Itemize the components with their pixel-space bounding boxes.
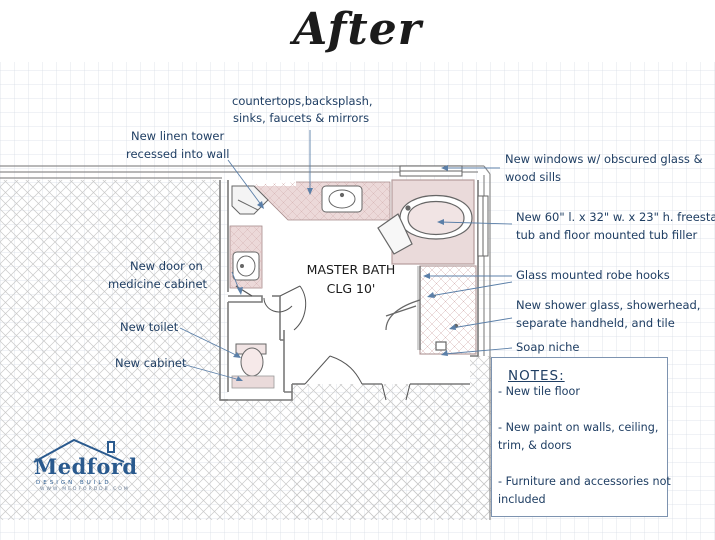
callout-countertops-2: sinks, faucets & mirrors bbox=[233, 111, 370, 125]
page-title: After bbox=[293, 4, 422, 55]
callout-linen-1: New linen tower bbox=[131, 129, 225, 143]
room-ceiling: CLG 10' bbox=[326, 281, 376, 296]
callout-soap-niche: Soap niche bbox=[516, 340, 580, 354]
note-item: - Furniture and accessories not bbox=[498, 475, 671, 488]
logo-house-icon bbox=[33, 438, 125, 463]
callout-tub-2: tub and floor mounted tub filler bbox=[516, 228, 698, 242]
sink-top bbox=[321, 185, 363, 213]
room-name: MASTER BATH bbox=[306, 262, 396, 277]
linen-tower bbox=[231, 185, 269, 215]
callout-door-1: New door on bbox=[130, 259, 203, 273]
callout-countertops-1: countertops,backsplash, bbox=[232, 94, 373, 108]
note-item: trim, & doors bbox=[498, 439, 572, 452]
leader-arrows bbox=[233, 165, 456, 381]
notes-box: NOTES: - New tile floor - New paint on w… bbox=[491, 357, 671, 517]
callout-robe-hooks: Glass mounted robe hooks bbox=[516, 268, 670, 282]
logo-tagline: DESIGN BUILD bbox=[36, 480, 112, 486]
hatched-area-lower-right bbox=[292, 384, 470, 520]
freestanding-tub bbox=[377, 179, 475, 265]
callout-door-2: medicine cabinet bbox=[108, 277, 208, 291]
leader-lines bbox=[179, 130, 513, 381]
note-item: included bbox=[498, 493, 546, 506]
callout-windows-2: wood sills bbox=[505, 170, 562, 184]
logo-url: WWW.MEDFORDDB.COM bbox=[40, 487, 130, 492]
sink-left bbox=[232, 251, 260, 281]
callout-toilet: New toilet bbox=[120, 320, 179, 334]
note-item: - New paint on walls, ceiling, bbox=[498, 421, 659, 434]
notes-title: NOTES: bbox=[508, 368, 565, 384]
callout-tub-1: New 60" l. x 32" w. x 23" h. freestar bbox=[516, 210, 715, 224]
note-item: - New tile floor bbox=[498, 385, 580, 398]
shower bbox=[385, 265, 477, 355]
callout-shower-1: New shower glass, showerhead, bbox=[516, 298, 701, 312]
callout-shower-2: separate handheld, and tile bbox=[516, 316, 675, 330]
window-top bbox=[399, 165, 463, 177]
callout-cabinet: New cabinet bbox=[115, 356, 187, 370]
exterior-wall bbox=[0, 165, 491, 520]
toilet bbox=[235, 343, 267, 377]
callout-linen-2: recessed into wall bbox=[126, 147, 230, 161]
toilet-cabinet bbox=[231, 375, 275, 389]
window-right bbox=[477, 195, 489, 257]
callout-windows-1: New windows w/ obscured glass & bbox=[505, 152, 703, 166]
hatched-area-right bbox=[470, 356, 492, 520]
toilet-room-walls bbox=[228, 295, 285, 392]
door-swings bbox=[263, 285, 411, 401]
logo-name: Medford bbox=[34, 454, 138, 479]
